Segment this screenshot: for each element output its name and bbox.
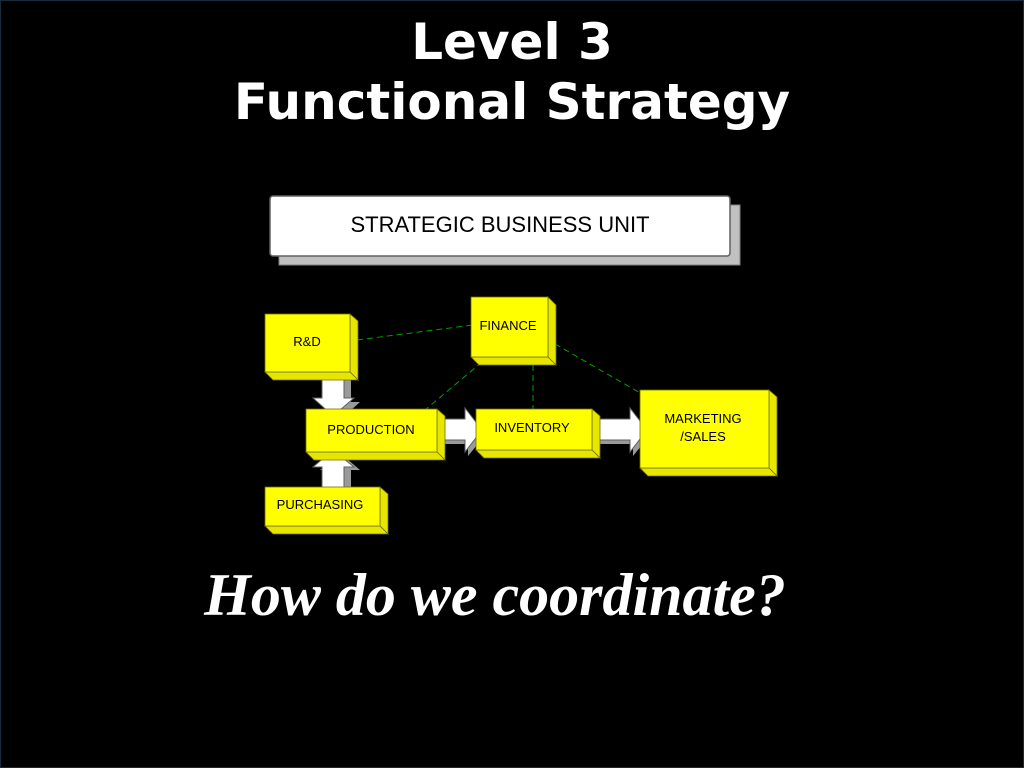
- node-rd: R&D: [264, 313, 359, 381]
- node-marketing-sales: MARKETING /SALES: [639, 389, 778, 477]
- sbu-box: STRATEGIC BUSINESS UNIT: [269, 195, 741, 266]
- node-purchasing: PURCHASING: [264, 486, 389, 535]
- coordination-question: How do we coordinate?: [204, 562, 786, 628]
- node-marketing-label: MARKETING: [664, 411, 741, 426]
- sbu-label: STRATEGIC BUSINESS UNIT: [350, 212, 649, 237]
- link-finance-production: [424, 361, 483, 411]
- node-production: PRODUCTION: [305, 408, 446, 461]
- node-finance-label: FINANCE: [479, 318, 536, 333]
- node-purchasing-label: PURCHASING: [277, 497, 364, 512]
- link-rd-finance: [356, 324, 474, 341]
- node-production-label: PRODUCTION: [327, 422, 414, 437]
- node-rd-label: R&D: [293, 334, 320, 349]
- node-inventory: INVENTORY: [475, 408, 601, 459]
- node-sales-label: /SALES: [680, 429, 726, 444]
- node-inventory-label: INVENTORY: [494, 420, 570, 435]
- slide-title-level: Level 3: [411, 13, 613, 71]
- node-finance: FINANCE: [470, 296, 557, 366]
- coordination-links: [356, 324, 657, 411]
- slide-title-functional-strategy: Functional Strategy: [233, 73, 791, 131]
